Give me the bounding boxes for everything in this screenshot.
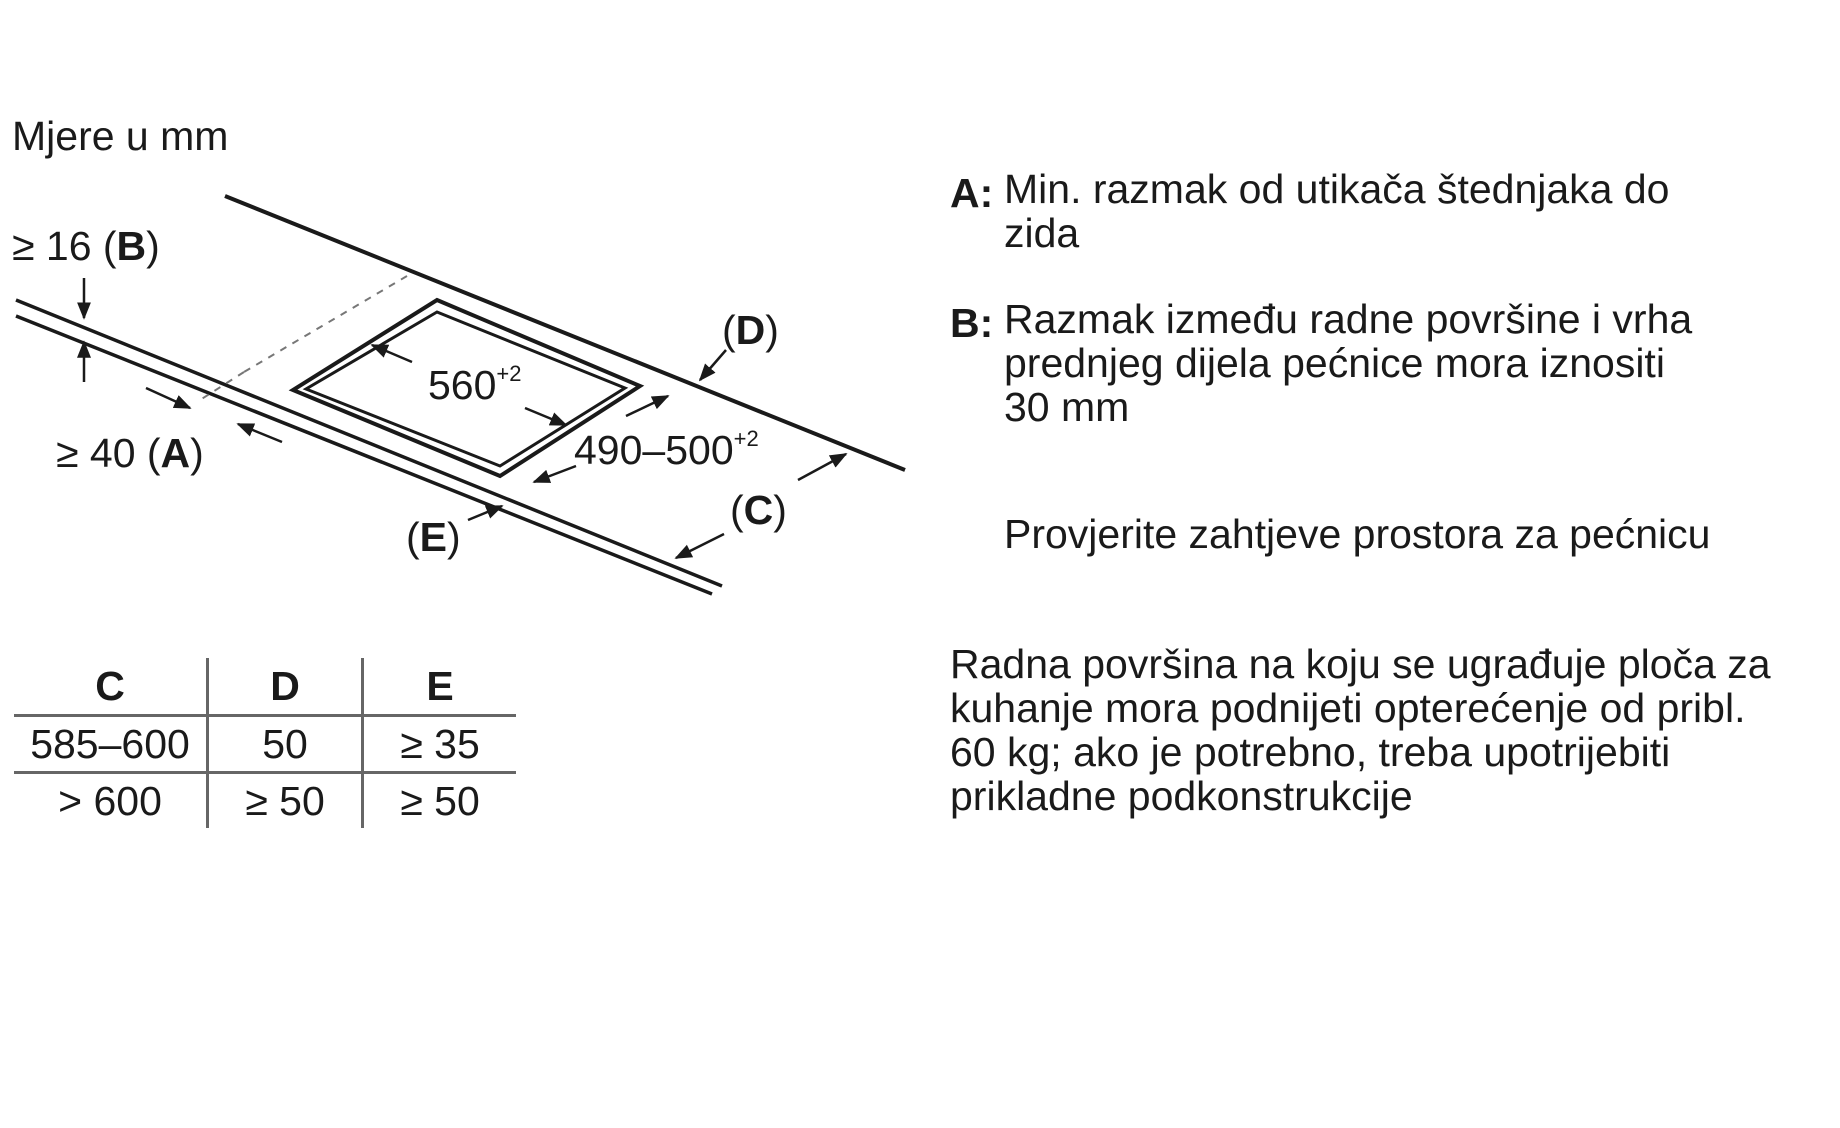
table-cell: ≥ 50: [207, 772, 364, 828]
dashed-line-left: [199, 371, 245, 401]
label-b: ≥ 16 (B): [12, 223, 160, 269]
table-header-d: D: [207, 658, 364, 717]
units-label: Mjere u mm: [12, 113, 229, 159]
label-depth-tolerance: +2: [733, 426, 759, 451]
label-width: 560+2: [428, 363, 522, 406]
note-load-line: Radna površina na koju se ugrađuje ploča…: [950, 641, 1771, 687]
label-a-letter: A: [160, 430, 191, 476]
c-arrow-bottom: [674, 532, 725, 560]
front-edge-bottom: [15, 314, 713, 596]
label-b-value: ≥ 16: [12, 223, 92, 269]
label-e: (E): [406, 514, 461, 560]
note-load-line: 60 kg; ako je potrebno, treba upotrijebi…: [950, 729, 1671, 775]
table-cell: 585–600: [14, 715, 209, 774]
a-arrow-right: [236, 422, 283, 444]
legend-text-b: Razmak između radne površine i vrha pred…: [1004, 297, 1692, 429]
legend-b-line: 30 mm: [1004, 384, 1130, 430]
dashed-line-top: [243, 275, 408, 373]
table-header-row: C D E: [14, 658, 516, 717]
label-d-letter: D: [735, 307, 766, 353]
depth-arrow-top: [625, 394, 670, 418]
label-c: (C): [730, 487, 787, 533]
table-cell: > 600: [14, 772, 209, 828]
label-width-value: 560: [428, 362, 497, 408]
legend-key-b: B:: [950, 300, 994, 346]
note-load-line: prikladne podkonstrukcije: [950, 773, 1413, 819]
width-arrow-right: [524, 406, 568, 427]
cutout-inner: [302, 310, 629, 468]
back-edge-line: [224, 194, 906, 472]
label-depth: 490–500+2: [574, 428, 759, 471]
label-c-letter: C: [743, 487, 774, 533]
label-depth-value: 490–500: [574, 427, 734, 473]
depth-arrow-bottom: [532, 464, 577, 484]
note-oven: Provjerite zahtjeve prostora za pećnicu: [1004, 511, 1711, 557]
legend-text-a: Min. razmak od utikača štednjaka do zida: [1004, 167, 1669, 255]
cutout-outer: [288, 297, 645, 479]
table-cell: ≥ 50: [400, 777, 480, 824]
legend-a-line: zida: [1004, 210, 1080, 256]
label-a: ≥ 40 (A): [56, 430, 204, 476]
legend-a-line: Min. razmak od utikača štednjaka do: [1004, 166, 1670, 212]
legend-b-line: Razmak između radne površine i vrha: [1004, 296, 1693, 342]
e-arrow: [467, 504, 504, 522]
front-edge-top: [15, 298, 723, 588]
label-width-tolerance: +2: [496, 361, 522, 386]
table-cell: ≥ 35: [362, 715, 516, 774]
c-arrow-top: [797, 452, 848, 482]
label-d: (D): [722, 307, 779, 353]
table-row: > 600 ≥ 50 ≥ 50: [14, 772, 516, 828]
note-load-line: kuhanje mora podnijeti opterećenje od pr…: [950, 685, 1746, 731]
table-cell: 50: [207, 715, 364, 774]
legend-key-a: A:: [950, 170, 994, 216]
label-e-letter: E: [419, 514, 448, 560]
label-a-value: ≥ 40: [56, 430, 136, 476]
label-b-letter: B: [116, 223, 147, 269]
dimensions-table: C D E 585–600 50 ≥ 35 > 600 ≥ 50 ≥ 50: [14, 658, 516, 828]
note-load: Radna površina na koju se ugrađuje ploča…: [950, 642, 1771, 818]
width-arrow-left: [370, 343, 413, 364]
table-header-c: C: [14, 658, 209, 717]
legend-b-line: prednjeg dijela pećnice mora iznositi: [1004, 340, 1665, 386]
a-arrow-left: [145, 386, 192, 410]
table-header-e: E: [362, 658, 516, 717]
table-row: 585–600 50 ≥ 35: [14, 715, 516, 774]
d-arrow: [698, 349, 727, 382]
